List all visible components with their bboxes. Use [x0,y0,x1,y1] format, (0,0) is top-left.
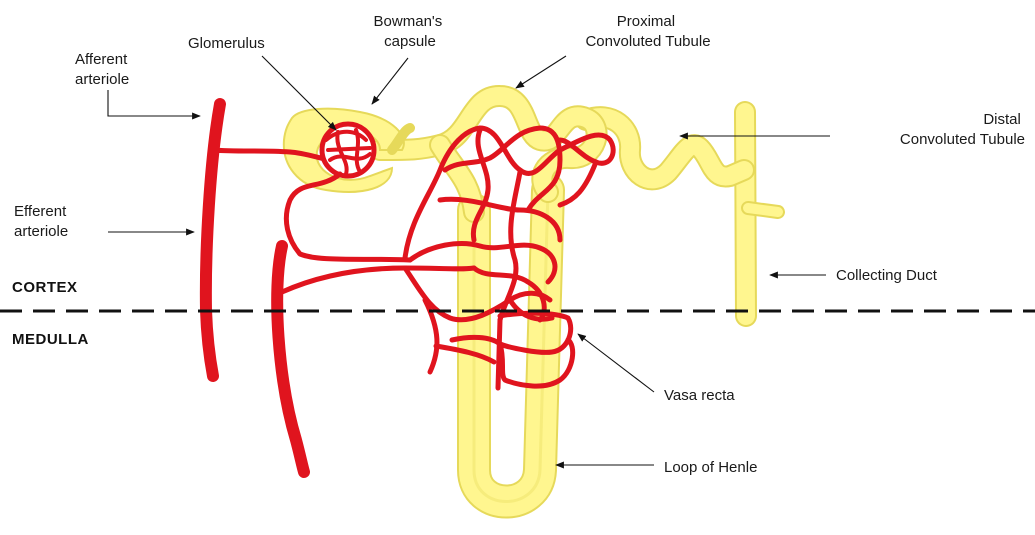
label-afferent-arteriole: Afferent arteriole [75,51,131,88]
glomerulus [322,124,374,176]
distal-convoluted-tubule [586,117,744,179]
label-distal-convoluted-tubule: Distal Convoluted Tubule [900,111,1025,148]
leader-bowman [372,58,408,104]
label-proximal-convoluted-tubule: Proximal Convoluted Tubule [585,13,710,50]
label-collecting-duct: Collecting Duct [836,267,938,284]
leader-proximal [516,56,566,88]
collecting-duct [745,112,778,316]
leader-vasa-recta [578,334,654,392]
label-efferent-arteriole: Efferent arteriole [14,203,70,240]
efferent-arteriole-vessel [206,104,220,376]
label-bowmans-capsule: Bowman's capsule [374,13,447,50]
label-vasa-recta: Vasa recta [664,387,735,404]
zone-cortex: CORTEX [12,279,78,296]
label-glomerulus: Glomerulus [188,35,265,52]
leader-afferent [108,90,200,116]
medullary-vessel [277,246,304,472]
zone-medulla: MEDULLA [12,331,89,348]
label-loop-of-henle: Loop of Henle [664,459,757,476]
